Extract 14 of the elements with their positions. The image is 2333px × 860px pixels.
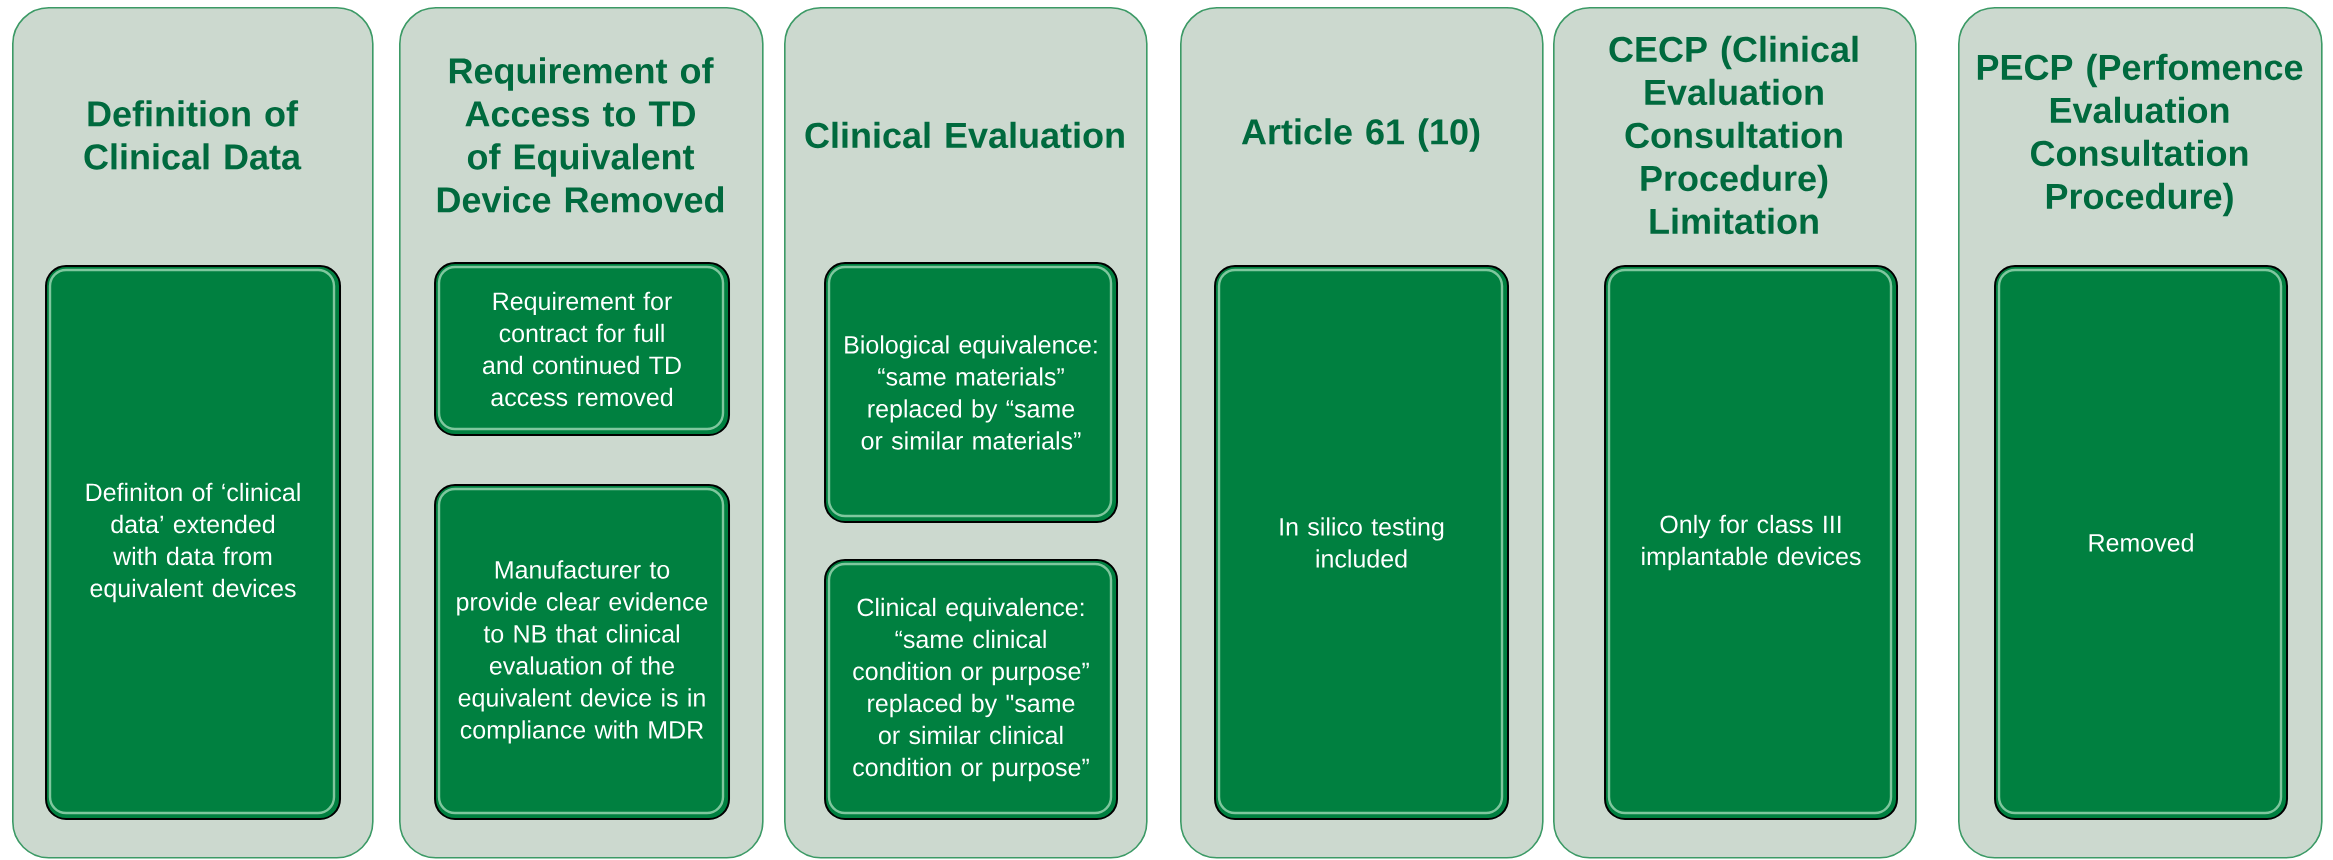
panel-heading: Definition of Clinical Data: [84, 100, 302, 170]
text-box: Manufacturer to provide clear evidence to NB that clinical evaluation of the equivalent device is in compliance with MDR: [434, 484, 730, 820]
text-box: Clinical equivalence: “same clinical condition or purpose” replaced by "same or similar clinical condition or purpose”: [824, 559, 1118, 820]
text-box: Removed: [1994, 265, 2288, 820]
text-box: Requirement for contract for full and continued TD access removed: [434, 262, 730, 436]
panel-heading: Requirement of Access to TD of Equivalent Device Removed: [437, 57, 724, 213]
text-box: Only for class III implantable devices: [1604, 265, 1898, 820]
text-box: In silico testing included: [1214, 265, 1509, 820]
panel-heading: PECP (Perfomence Evaluation Consultation Procedure): [1977, 53, 2303, 217]
panel-heading: CECP (Clinical Evaluation Consultation Procedure) Limitation: [1609, 35, 1858, 235]
text-box: Biological equivalence: “same materials” replaced by “same or similar materials”: [824, 262, 1118, 523]
panel-heading: Article 61 (10): [1241, 118, 1480, 152]
text-box: Definiton of ‘clinical data’ extended with data from equivalent devices: [45, 265, 341, 820]
panel-heading: Clinical Evaluation: [805, 121, 1124, 149]
